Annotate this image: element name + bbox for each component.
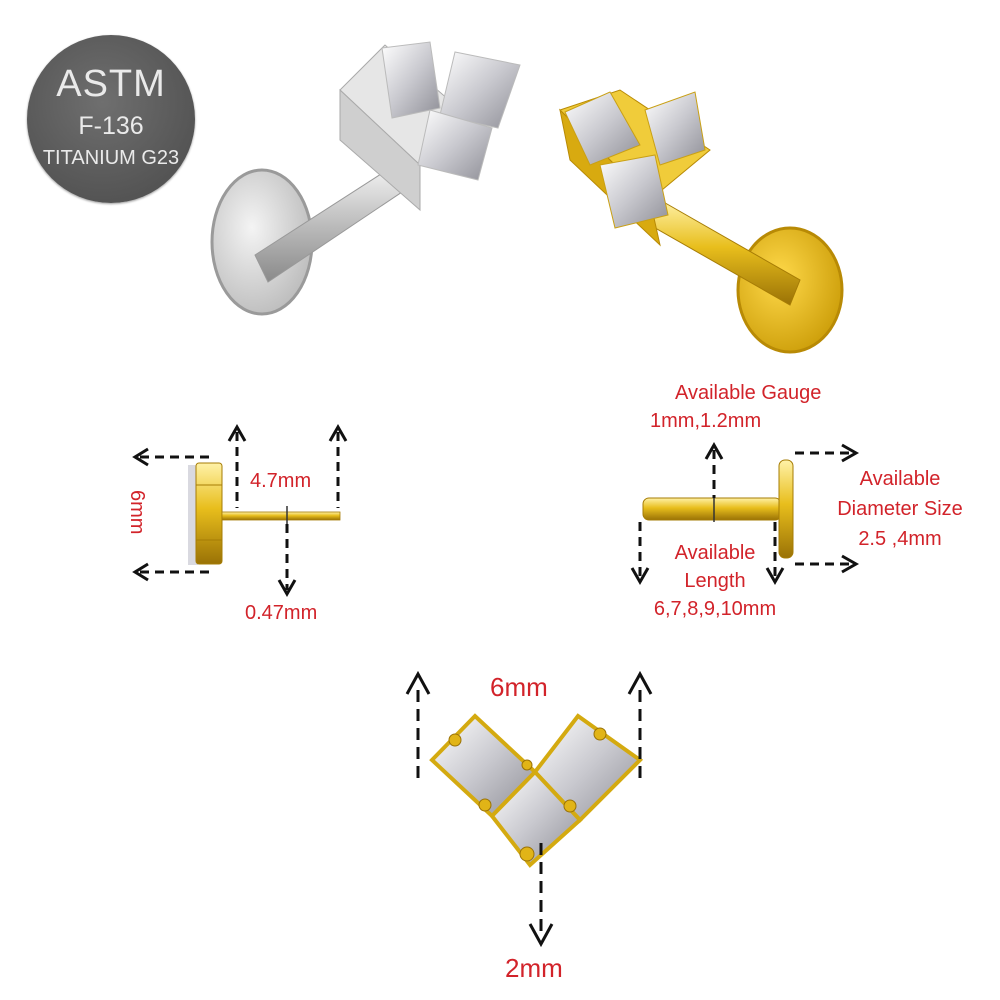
front-width-label: 6mm [490,672,548,702]
top-height-label: 6mm [126,490,148,535]
length-values: 6,7,8,9,10mm [653,598,777,620]
post-spec-diagram [630,441,860,586]
gold-stud-image [559,89,844,354]
diameter-title-2: Diameter Size [837,498,963,520]
badge-code: F-136 [78,112,144,140]
length-title-1: Available [674,542,756,564]
gauge-values: 1mm,1.2mm [650,410,762,432]
side-view-diagram [132,423,348,598]
silver-stud-image [210,41,521,316]
post-length-label: 4.7mm [250,470,312,492]
post-thickness-label: 0.47mm [245,602,318,624]
front-view-diagram [405,670,653,948]
front-depth-label: 2mm [505,953,563,983]
badge-standard: ASTM [56,63,166,105]
diameter-values: 2.5 ,4mm [858,528,942,550]
material-badge: ASTM F-136 TITANIUM G23 [27,35,195,203]
badge-material: TITANIUM G23 [42,147,180,169]
length-title-2: Length [684,570,746,592]
diameter-title-1: Available [859,468,941,490]
gauge-title: Available Gauge [675,382,822,404]
